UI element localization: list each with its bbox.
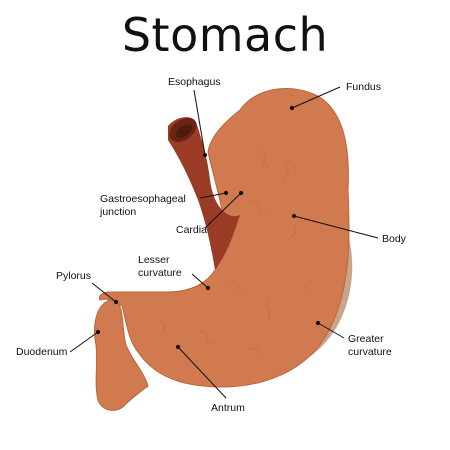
greater-curvature-leader-dot — [315, 320, 321, 326]
greater-curvature-leader — [317, 322, 345, 339]
gastroesophageal-leader-dot — [223, 190, 229, 196]
stomach-texture — [159, 149, 311, 355]
fundus-leader — [291, 86, 341, 109]
diagram-title: Stomach — [121, 8, 329, 62]
label-antrum: Antrum — [211, 402, 245, 414]
pylorus-leader-dot — [113, 299, 119, 305]
label-gastroesophageal-line1: Gastroesophageal — [100, 193, 186, 205]
cardia-leader — [204, 192, 242, 229]
antrum-leader-dot — [175, 344, 181, 350]
antrum-leader — [177, 346, 227, 399]
label-duodenum: Duodenum — [16, 346, 68, 358]
label-esophagus: Esophagus — [168, 76, 221, 88]
duodenum-leader — [69, 331, 99, 353]
label-fundus: Fundus — [346, 81, 382, 93]
lesser-curvature-leader — [191, 273, 209, 289]
esophagus-leader — [193, 89, 206, 156]
label-pylorus: Pylorus — [56, 270, 92, 282]
pylorus-leader — [91, 282, 117, 303]
label-lesser-line2: curvature — [138, 267, 182, 279]
label-gastroesophageal-line2: junction — [100, 206, 137, 218]
duodenum-leader-dot — [95, 329, 101, 335]
esophagus-leader-dot — [202, 152, 208, 158]
label-body: Body — [382, 233, 406, 245]
body-leader — [293, 215, 379, 239]
body-leader-dot — [291, 213, 297, 219]
gastroesophageal-leader — [199, 192, 227, 199]
label-greater-line2: curvature — [348, 346, 392, 358]
label-lesser-line1: Lesser — [138, 254, 170, 266]
cardia-leader-dot — [238, 190, 244, 196]
fundus-leader-dot — [289, 105, 295, 111]
label-greater-line1: Greater — [348, 333, 384, 345]
label-cardia: Cardia — [176, 224, 207, 236]
esophagus-shape — [168, 117, 240, 270]
duodenum-shape — [94, 299, 149, 411]
lesser-curvature-leader-dot — [205, 285, 211, 291]
